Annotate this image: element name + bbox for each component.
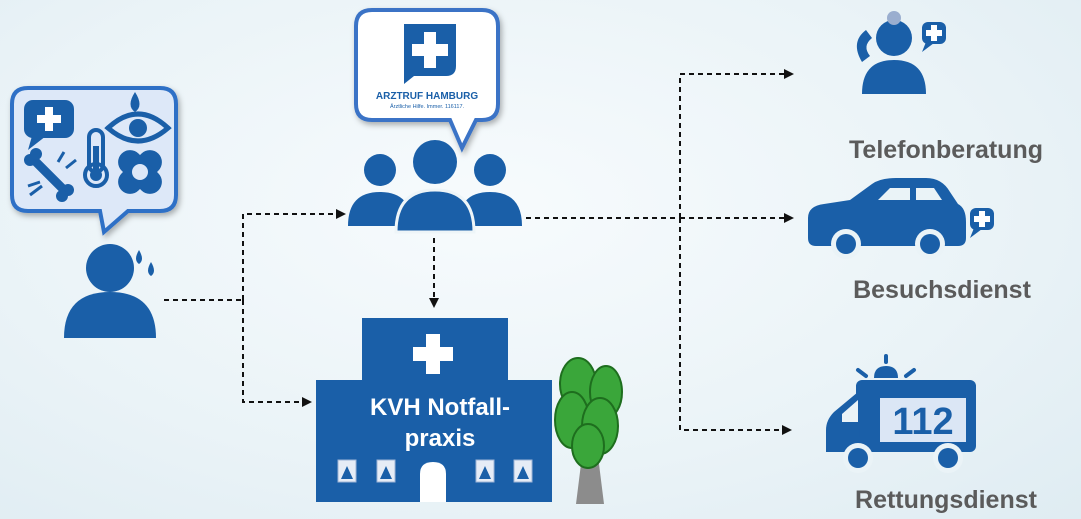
arrow-to-doctors: [242, 209, 346, 300]
label-besuchsdienst: Besuchsdienst: [853, 276, 1032, 304]
label-telefonberatung: Telefonberatung: [849, 136, 1043, 164]
thermometer-icon: [83, 128, 109, 188]
arrow-to-rettung: [679, 218, 792, 435]
ambulance-number: 112: [892, 401, 953, 443]
arrow-to-telefon: [679, 69, 794, 218]
arztruf-bubble: [354, 8, 500, 153]
building-label-line1: KVH Notfall-: [370, 394, 510, 421]
medical-chat-icon: [24, 100, 74, 150]
rettungsdienst-ambulance-icon: 112: [826, 354, 976, 473]
broken-bone-icon: [24, 148, 77, 202]
flow-connectors: [164, 69, 794, 435]
logo-subtitle: Ärztliche Hilfe. Immer. 116117.: [390, 103, 465, 110]
besuchsdienst-car-icon: [808, 178, 994, 259]
patient-icon: [64, 244, 156, 338]
symptom-icons: [24, 92, 172, 202]
logo-title: ARZTRUF HAMBURG: [376, 91, 478, 102]
building-windows: [337, 459, 533, 483]
tree-icon: [554, 357, 623, 504]
eye-icon: [104, 92, 172, 144]
kvh-notfallpraxis-building: KVH Notfall- praxis: [316, 318, 552, 502]
label-rettungsdienst: Rettungsdienst: [855, 486, 1038, 514]
medical-chat-icon: [922, 22, 946, 52]
bandage-icon: [118, 150, 162, 194]
doctors-group-icon: [348, 140, 522, 234]
arztruf-cross-icon: [404, 24, 456, 84]
arztruf-logo: ARZTRUF HAMBURG Ärztliche Hilfe. Immer. …: [376, 24, 478, 110]
arrow-to-building: [242, 300, 312, 407]
building-label-line2: praxis: [405, 425, 476, 452]
telefonberatung-icon: [856, 11, 946, 94]
medical-chat-icon: [970, 208, 994, 238]
